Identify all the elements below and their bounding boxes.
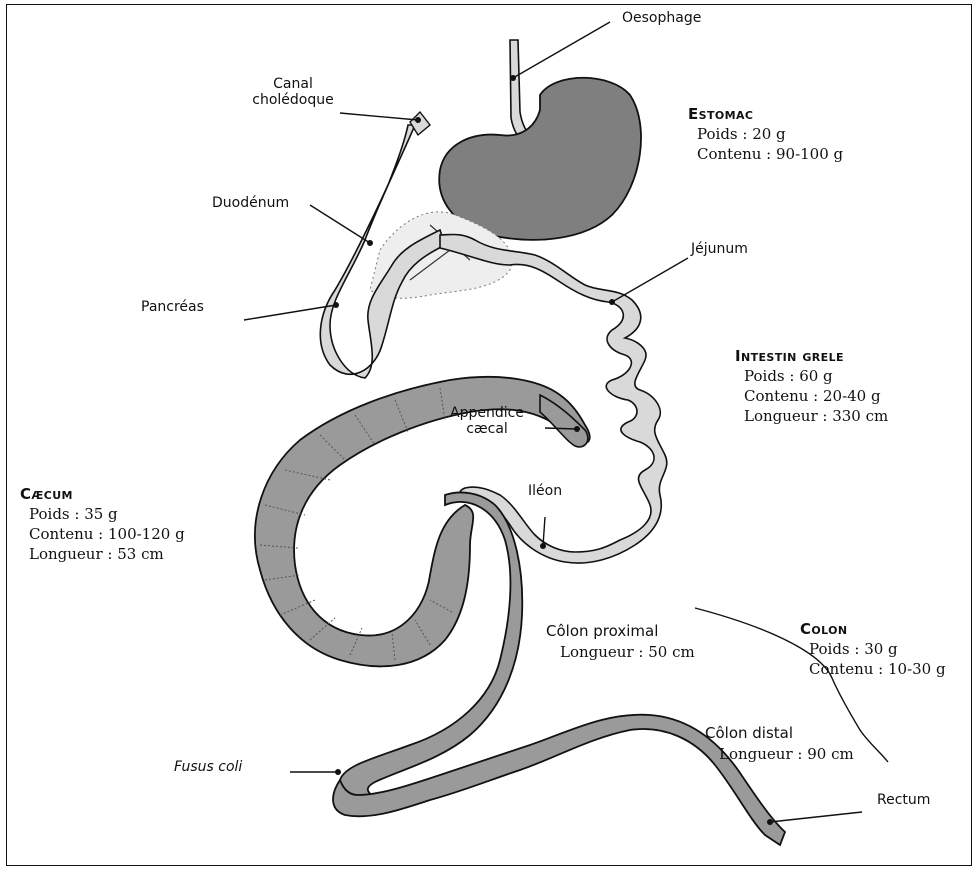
dot-jejunum: [609, 299, 615, 305]
colon-poids: Poids : 30 g: [800, 639, 946, 659]
info-intestin-grele: Intestin grele Poids : 60 g Contenu : 20…: [735, 347, 888, 427]
label-canal-choledoque: Canal cholédoque: [228, 76, 358, 108]
dot-appendice: [574, 426, 580, 432]
intestin-longueur: Longueur : 330 cm: [735, 406, 888, 426]
dot-fusus: [335, 769, 341, 775]
intestin-title: Intestin grele: [735, 347, 888, 366]
caecum-contenu: Contenu : 100-120 g: [20, 524, 185, 544]
leader-duodenum: [310, 205, 370, 243]
label-pancreas: Pancréas: [141, 300, 204, 314]
leader-rectum: [770, 812, 862, 822]
colon-contenu: Contenu : 10-30 g: [800, 659, 946, 679]
leader-canal: [340, 113, 418, 120]
leader-appendice: [545, 428, 577, 429]
label-duodenum: Duodénum: [212, 196, 289, 210]
estomac-title: Estomac: [688, 105, 843, 124]
dot-rectum: [767, 819, 773, 825]
estomac-contenu: Contenu : 90-100 g: [688, 144, 843, 164]
estomac-poids: Poids : 20 g: [688, 124, 843, 144]
caecum-longueur: Longueur : 53 cm: [20, 544, 185, 564]
colon-distal-longueur: Longueur : 90 cm: [705, 744, 854, 764]
info-colon: Colon Poids : 30 g Contenu : 10-30 g: [800, 620, 946, 679]
label-appendice-caecal: Appendice cæcal: [432, 405, 542, 437]
leader-ileon: [543, 517, 545, 546]
dot-ileon: [540, 543, 546, 549]
dot-canal: [415, 117, 421, 123]
caecum-title: Cæcum: [20, 485, 185, 504]
intestin-poids: Poids : 60 g: [735, 366, 888, 386]
colon-proximal-title: Côlon proximal: [546, 622, 695, 642]
label-canal-line2: cholédoque: [228, 92, 358, 108]
leader-oesophage: [513, 22, 610, 78]
dot-duodenum: [367, 240, 373, 246]
dot-pancreas: [333, 302, 339, 308]
colon-title: Colon: [800, 620, 946, 639]
label-fusus-coli: Fusus coli: [174, 760, 242, 774]
intestin-contenu: Contenu : 20-40 g: [735, 386, 888, 406]
stomach-shape: [439, 78, 641, 240]
caecum-poids: Poids : 35 g: [20, 504, 185, 524]
label-ileon: Iléon: [528, 484, 562, 498]
label-jejunum: Jéjunum: [691, 242, 748, 256]
label-appendice-line2: cæcal: [432, 421, 542, 437]
label-rectum: Rectum: [877, 793, 930, 807]
label-oesophage: Oesophage: [622, 11, 701, 25]
leader-jejunum: [612, 258, 688, 302]
label-canal-line1: Canal: [228, 76, 358, 92]
colon-distal-title: Côlon distal: [705, 724, 854, 744]
info-estomac: Estomac Poids : 20 g Contenu : 90-100 g: [688, 105, 843, 164]
colon-proximal-longueur: Longueur : 50 cm: [546, 642, 695, 662]
info-colon-proximal: Côlon proximal Longueur : 50 cm: [546, 622, 695, 662]
label-appendice-line1: Appendice: [432, 405, 542, 421]
dot-oesophage: [510, 75, 516, 81]
info-colon-distal: Côlon distal Longueur : 90 cm: [705, 724, 854, 764]
info-caecum: Cæcum Poids : 35 g Contenu : 100-120 g L…: [20, 485, 185, 565]
